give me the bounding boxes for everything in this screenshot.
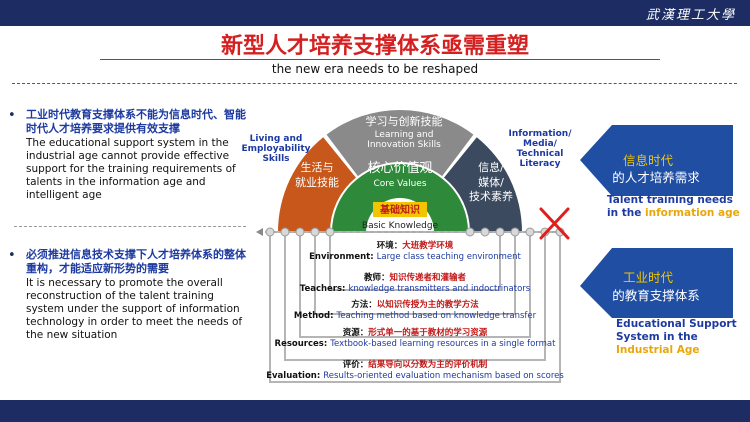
rivet: [325, 227, 335, 237]
ground-arrow-icon: [256, 228, 263, 236]
university-logo: 武漢理工大學: [645, 8, 736, 23]
right-label-en-2: Media/: [523, 139, 558, 149]
seg-top-en-1: Learning and: [375, 130, 434, 140]
industrial-arrow-title-2: 的教育支撑体系: [612, 288, 700, 303]
info-caption-line-2: in the information age: [607, 207, 740, 219]
element-method-cn: 方法：以知识传授为主的教学方法: [351, 299, 479, 310]
basic-knowledge-en: Basic Knowledge: [362, 221, 439, 231]
core-values-cn: 核心价值观: [367, 160, 432, 176]
industrial-caption-line-1: Educational Support: [616, 318, 737, 330]
right-label-en-3: Technical: [517, 149, 564, 159]
rivet: [280, 227, 290, 237]
element-resources-cn: 资源：形式单一的基于教材的学习资源: [343, 327, 488, 338]
point-2: • 必须推进信息技术支撑下人才培养体系的整体重构，才能适应新形势的需要 It i…: [8, 248, 248, 342]
slide-title: 新型人才培养支撑体系亟需重塑: [220, 34, 529, 59]
rivet: [525, 227, 535, 237]
industrial-caption-line-2: System in the: [616, 331, 698, 343]
red-cross-icon: [539, 207, 570, 240]
info-arrow-title-1: 信息时代: [623, 153, 674, 168]
industrial-age-arrow: [580, 248, 733, 318]
point-2-en: It is necessary to promote the overall r…: [26, 277, 243, 341]
seg-top-cn: 学习与创新技能: [366, 114, 443, 128]
header-separator: [12, 83, 737, 84]
slide-subtitle: the new era needs to be reshaped: [271, 62, 479, 76]
rivet: [510, 227, 520, 237]
bottom-bar: [0, 400, 750, 422]
element-evaluation-cn: 评价：结果导向以分数为主的评价机制: [343, 359, 488, 370]
rivet: [465, 227, 475, 237]
industrial-age-caption: Educational Support System in the Indust…: [616, 318, 737, 357]
info-age-caption: Talent training needs in the information…: [607, 194, 740, 220]
element-method-en: Method:Teaching method based on knowledg…: [294, 311, 537, 321]
seg-right-cn-2: 媒体/: [478, 175, 504, 189]
element-teachers-cn: 教师：知识传递者和灌输者: [363, 272, 467, 283]
left-label-en-2: Employability: [241, 144, 310, 154]
seg-right-cn-3: 技术素养: [469, 189, 513, 203]
industrial-arrow-title-1: 工业时代: [623, 270, 674, 285]
title-underline: [100, 59, 660, 60]
seg-top-en-2: Innovation Skills: [367, 140, 441, 150]
core-values-ring: [332, 164, 468, 232]
info-arrow-title-2: 的人才培养需求: [612, 170, 700, 185]
rivet: [495, 227, 505, 237]
rivet: [480, 227, 490, 237]
rivet: [295, 227, 305, 237]
element-resources-en: Resources:Textbook-based learning resour…: [275, 339, 557, 349]
seg-right-cn-1: 信息/: [478, 160, 504, 174]
info-age-arrow: [580, 125, 733, 196]
seg-left-cn-2: 就业技能: [295, 175, 339, 189]
point-1-en: The educational support system in the in…: [26, 137, 236, 201]
bullet-icon: •: [8, 248, 16, 263]
basic-knowledge-cn: 基础知识: [379, 203, 420, 216]
industrial-caption-line-3: Industrial Age: [616, 344, 700, 356]
right-label-en-4: Literacy: [520, 159, 561, 169]
element-teachers-en: Teachers:knowledge transmitters and indo…: [300, 284, 531, 294]
left-divider: [14, 226, 246, 227]
rivet: [310, 227, 320, 237]
arch-segment-living-skills: [278, 137, 356, 232]
right-label-en-1: Information/: [508, 129, 572, 139]
rivet: [265, 227, 275, 237]
info-caption-line-1: Talent training needs: [607, 194, 733, 206]
core-values-en: Core Values: [373, 179, 426, 189]
element-environment-en: Environment:Large class teaching environ…: [309, 252, 521, 262]
top-bar: [0, 0, 750, 26]
left-label-en-1: Living and: [250, 134, 303, 144]
point-1-cn: 工业时代教育支撑体系不能为信息时代、智能时代人才培养要求提供有效支撑: [26, 108, 246, 135]
arch-segment-info-literacy: [444, 137, 522, 232]
seg-left-cn-1: 生活与: [301, 160, 334, 174]
left-label-en-3: Skills: [262, 154, 289, 164]
element-evaluation-en: Evaluation:Results-oriented evaluation m…: [266, 371, 564, 381]
point-1: • 工业时代教育支撑体系不能为信息时代、智能时代人才培养要求提供有效支撑 The…: [8, 108, 248, 202]
arch-segment-learning-skills: [326, 109, 474, 177]
element-environment-cn: 环境：大班教学环境: [377, 240, 454, 251]
basic-knowledge-badge: [373, 202, 427, 217]
bullet-icon: •: [8, 108, 16, 123]
point-2-cn: 必须推进信息技术支撑下人才培养体系的整体重构，才能适应新形势的需要: [26, 248, 246, 275]
